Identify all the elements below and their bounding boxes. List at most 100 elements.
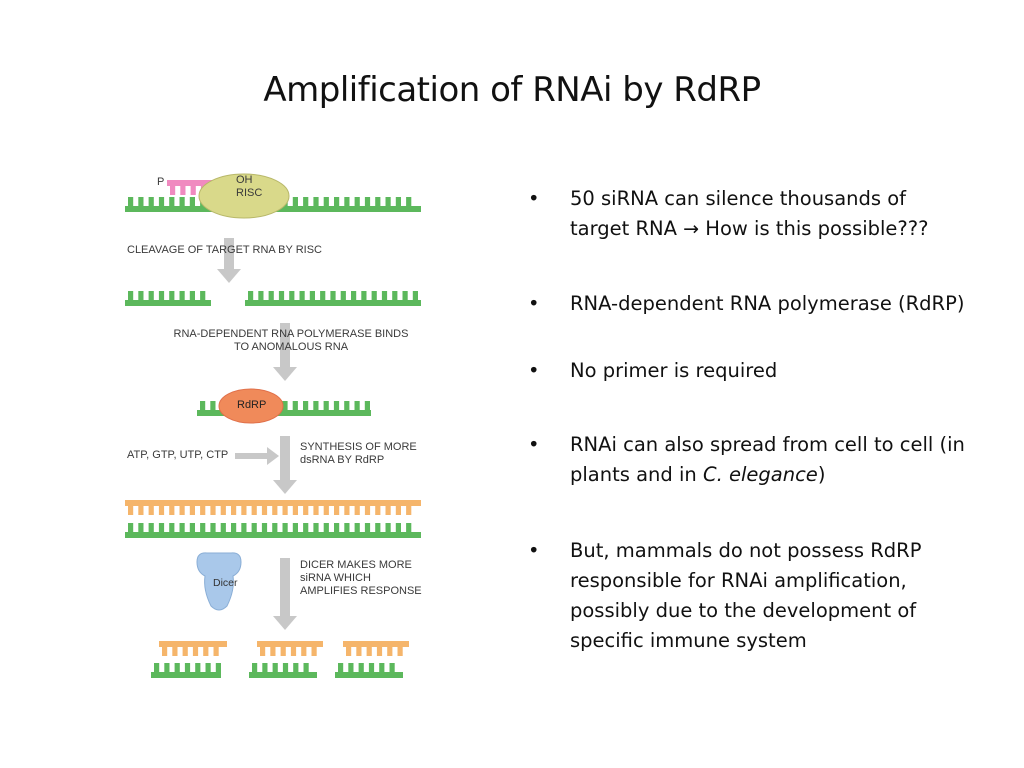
sirna-product-sense-3 — [343, 641, 409, 656]
sirna-product-antisense-3 — [335, 663, 403, 678]
strand-base — [290, 647, 297, 656]
strand-base — [220, 523, 226, 532]
strand-base — [205, 663, 211, 672]
arrow-head — [267, 447, 279, 465]
arrow-synthesis — [273, 436, 297, 494]
strand-base — [272, 506, 278, 515]
strand-base — [323, 197, 329, 206]
strand-base — [340, 291, 346, 300]
strand-base — [309, 291, 315, 300]
rdrp-enzyme — [218, 388, 284, 424]
bullet-text-part: 50 siRNA can silence thousands of target… — [570, 187, 907, 240]
dicer-enzyme — [196, 552, 242, 611]
strand-base — [200, 401, 206, 410]
strand-base — [344, 506, 350, 515]
strand-base — [270, 647, 276, 656]
sirna-product-sense-1 — [159, 641, 227, 656]
strand-base — [189, 197, 195, 206]
dicer-label: Dicer — [213, 577, 238, 589]
step-synthesis-label: SYNTHESIS OF MORE dsRNA BY RdRP — [300, 441, 417, 467]
strand-base — [364, 401, 370, 410]
strand-backbone — [151, 672, 221, 678]
bullet-symbol: • — [528, 187, 540, 210]
strand-backbone — [249, 672, 317, 678]
step-synthesis-line2: dsRNA BY RdRP — [300, 454, 385, 466]
strand-base — [258, 291, 264, 300]
strand-base — [364, 506, 371, 515]
strand-base — [375, 197, 381, 206]
strand-base — [389, 663, 395, 672]
strand-base — [376, 647, 383, 656]
strand-base — [334, 197, 340, 206]
new-synthesized-strand — [125, 500, 421, 515]
bullet-text: 50 siRNA can silence thousands of target… — [570, 184, 970, 244]
strand-base — [200, 506, 206, 515]
strand-base — [392, 291, 398, 300]
strand-base — [303, 401, 309, 410]
strand-base — [375, 506, 381, 515]
strand-base — [354, 401, 360, 410]
species-name: C. elegance — [702, 463, 818, 486]
strand-base — [162, 647, 168, 656]
strand-base — [412, 291, 418, 300]
process-arrows — [217, 238, 297, 630]
strand-base — [354, 506, 360, 515]
strand-base — [303, 506, 309, 515]
bullet-text: But, mammals do not possess RdRP respons… — [570, 539, 922, 652]
strand-base — [344, 401, 350, 410]
strand-base — [148, 197, 154, 206]
strand-base — [334, 506, 340, 515]
arrow-shaft — [280, 436, 290, 482]
strand-base — [395, 197, 401, 206]
slide-title: Amplification of RNAi by RdRP — [263, 70, 761, 110]
strand-backbone — [125, 300, 211, 306]
strand-base — [169, 523, 175, 532]
strand-base — [189, 506, 195, 515]
enzyme-shapes — [196, 173, 290, 611]
bullet-symbol: • — [528, 292, 540, 315]
strand-base — [334, 523, 340, 532]
strand-base — [320, 291, 326, 300]
arrow-shaft — [280, 323, 290, 369]
arrow-head — [273, 616, 297, 630]
strand-base — [385, 197, 391, 206]
arrow-polymerase — [273, 323, 297, 381]
strand-base — [241, 523, 247, 532]
strand-backbone — [197, 410, 371, 416]
strand-base — [381, 291, 388, 300]
strand-base — [375, 523, 381, 532]
strand-base — [268, 291, 274, 300]
sirna-product-antisense-2 — [249, 663, 317, 678]
strand-base — [282, 506, 288, 515]
strand-base — [278, 291, 285, 300]
strand-base — [261, 506, 268, 515]
sirna-product-antisense-1 — [151, 663, 221, 678]
risc-complex — [198, 173, 290, 219]
strand-base — [313, 401, 319, 410]
strand-base — [174, 663, 180, 672]
strand-base — [338, 663, 344, 672]
rdrp-label: RdRP — [237, 399, 267, 411]
strand-backbone — [159, 641, 227, 647]
step-synthesis-line1: SYNTHESIS OF MORE — [300, 441, 417, 453]
strand-base — [262, 663, 268, 672]
strand-base — [323, 523, 329, 532]
strand-base — [292, 506, 298, 515]
strand-base — [323, 401, 329, 410]
strand-base — [200, 523, 206, 532]
strand-backbone — [335, 672, 403, 678]
strand-base — [387, 647, 393, 656]
strand-base — [231, 523, 237, 532]
step-binds-label: RNA-DEPENDENT RNA POLYMERASE BINDS TO AN… — [161, 328, 421, 354]
strand-base — [182, 647, 188, 656]
strand-base — [248, 291, 254, 300]
strand-base — [179, 523, 185, 532]
strand-base — [402, 291, 408, 300]
bullet-symbol: • — [528, 539, 540, 562]
strand-base — [292, 197, 298, 206]
strand-base — [148, 291, 154, 300]
strand-base — [303, 197, 309, 206]
step-dicer-label: DICER MAKES MORE siRNA WHICH AMPLIFIES R… — [300, 559, 422, 598]
step-cleavage-label: CLEAVAGE OF TARGET RNA BY RISC — [127, 244, 322, 256]
strand-base — [128, 523, 134, 532]
